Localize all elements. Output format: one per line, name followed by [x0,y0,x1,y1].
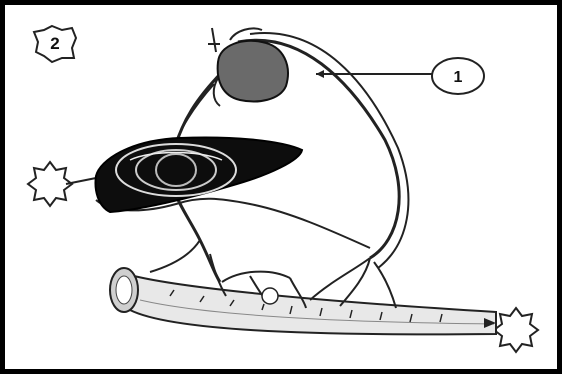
figure-number-text: 2 [50,34,59,53]
heart-organ [218,41,288,102]
callout-1-text: 1 [454,69,463,86]
liver-organ [96,138,302,213]
figure-number-badge: 2 [34,26,76,62]
left-star-marker [28,162,72,206]
right-star-marker [494,308,538,352]
left-marker-line [66,178,96,184]
